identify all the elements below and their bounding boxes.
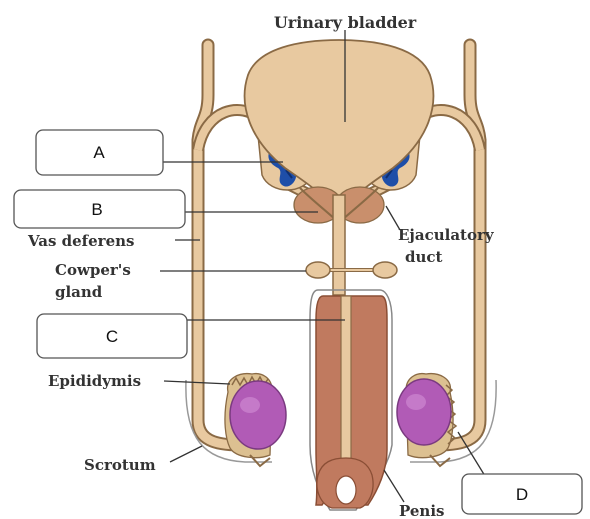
label-epididymis: Epididymis bbox=[48, 372, 141, 390]
cowpers-gland-left bbox=[306, 262, 330, 278]
label-ejaculatory-line1: Ejaculatory bbox=[398, 226, 495, 244]
answer-box-c-label: C bbox=[106, 327, 118, 346]
answer-box-a-label: A bbox=[93, 143, 105, 162]
answer-box-d-label: D bbox=[516, 485, 528, 504]
label-vas-deferens: Vas deferens bbox=[27, 232, 134, 250]
label-ejaculatory-line2: duct bbox=[405, 248, 443, 266]
cowpers-gland-right bbox=[373, 262, 397, 278]
testis-left-highlight bbox=[240, 397, 260, 413]
urethra-upper bbox=[333, 195, 345, 295]
testis-right-highlight bbox=[406, 394, 426, 410]
label-cowpers-line2: gland bbox=[55, 283, 103, 301]
answer-box-b-label: B bbox=[91, 200, 102, 219]
leader-penis bbox=[384, 470, 404, 502]
testis-right bbox=[397, 379, 451, 445]
label-penis: Penis bbox=[399, 502, 444, 519]
leader-scrotum bbox=[170, 446, 202, 462]
label-urinary-bladder: Urinary bladder bbox=[274, 13, 417, 32]
label-scrotum: Scrotum bbox=[84, 456, 156, 474]
glans-opening bbox=[336, 476, 356, 504]
testis-left bbox=[230, 381, 286, 449]
label-cowpers-line1: Cowper's bbox=[55, 261, 131, 279]
